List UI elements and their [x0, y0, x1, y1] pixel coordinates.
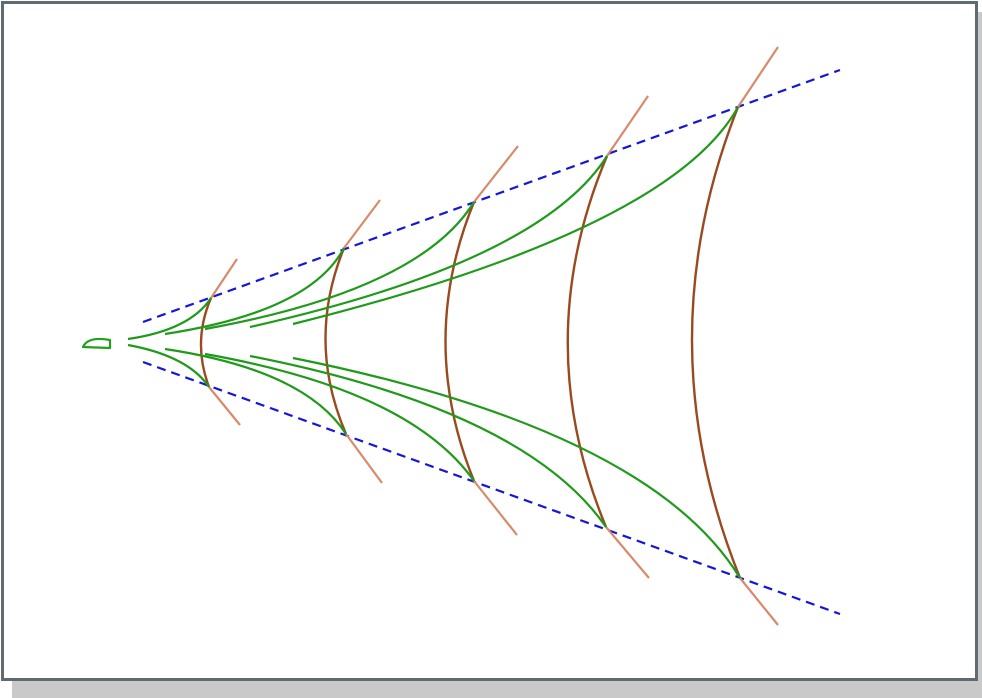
transverse-extension-3-upper [473, 145, 519, 203]
transverse-extension-2-lower [345, 433, 383, 484]
wake-boundary-lines [142, 68, 841, 616]
diverging-wave-upper-3 [204, 201, 475, 331]
diagram-frame [1, 1, 978, 681]
transverse-extension-5-lower [739, 577, 779, 626]
diverging-wave-upper-2 [164, 247, 345, 336]
transverse-wave-5 [690, 106, 742, 579]
transverse-extension-4-lower [605, 526, 650, 579]
transverse-extension-1-upper [210, 258, 238, 299]
diverging-wave-lower-1 [127, 343, 210, 388]
transverse-wave-2 [324, 247, 348, 435]
boat-icon [81, 337, 112, 350]
diverging-wave-lower-3 [204, 352, 475, 482]
transverse-extension-2-upper [343, 199, 381, 249]
diverging-wave-lower-4 [249, 354, 607, 528]
transverse-wave-3 [444, 201, 476, 482]
transverse-extension-3-lower [473, 480, 518, 536]
transverse-extension-1-lower [208, 386, 241, 426]
diverging-wave-lower-2 [164, 347, 347, 435]
transverse-extension-5-upper [737, 46, 779, 108]
transverse-wave-1 [199, 297, 213, 388]
diverging-waves [127, 106, 741, 579]
diverging-wave-upper-5 [292, 106, 739, 326]
diverging-wave-lower-5 [292, 356, 741, 579]
transverse-wave-extensions [208, 46, 779, 626]
diverging-wave-upper-4 [249, 155, 608, 329]
transverse-wave-4 [566, 155, 609, 528]
wake-boundary-upper [142, 68, 841, 324]
transverse-waves [199, 106, 742, 579]
diverging-wave-upper-1 [127, 297, 212, 341]
transverse-extension-4-upper [606, 95, 649, 157]
wake-boundary-lower [142, 360, 841, 616]
